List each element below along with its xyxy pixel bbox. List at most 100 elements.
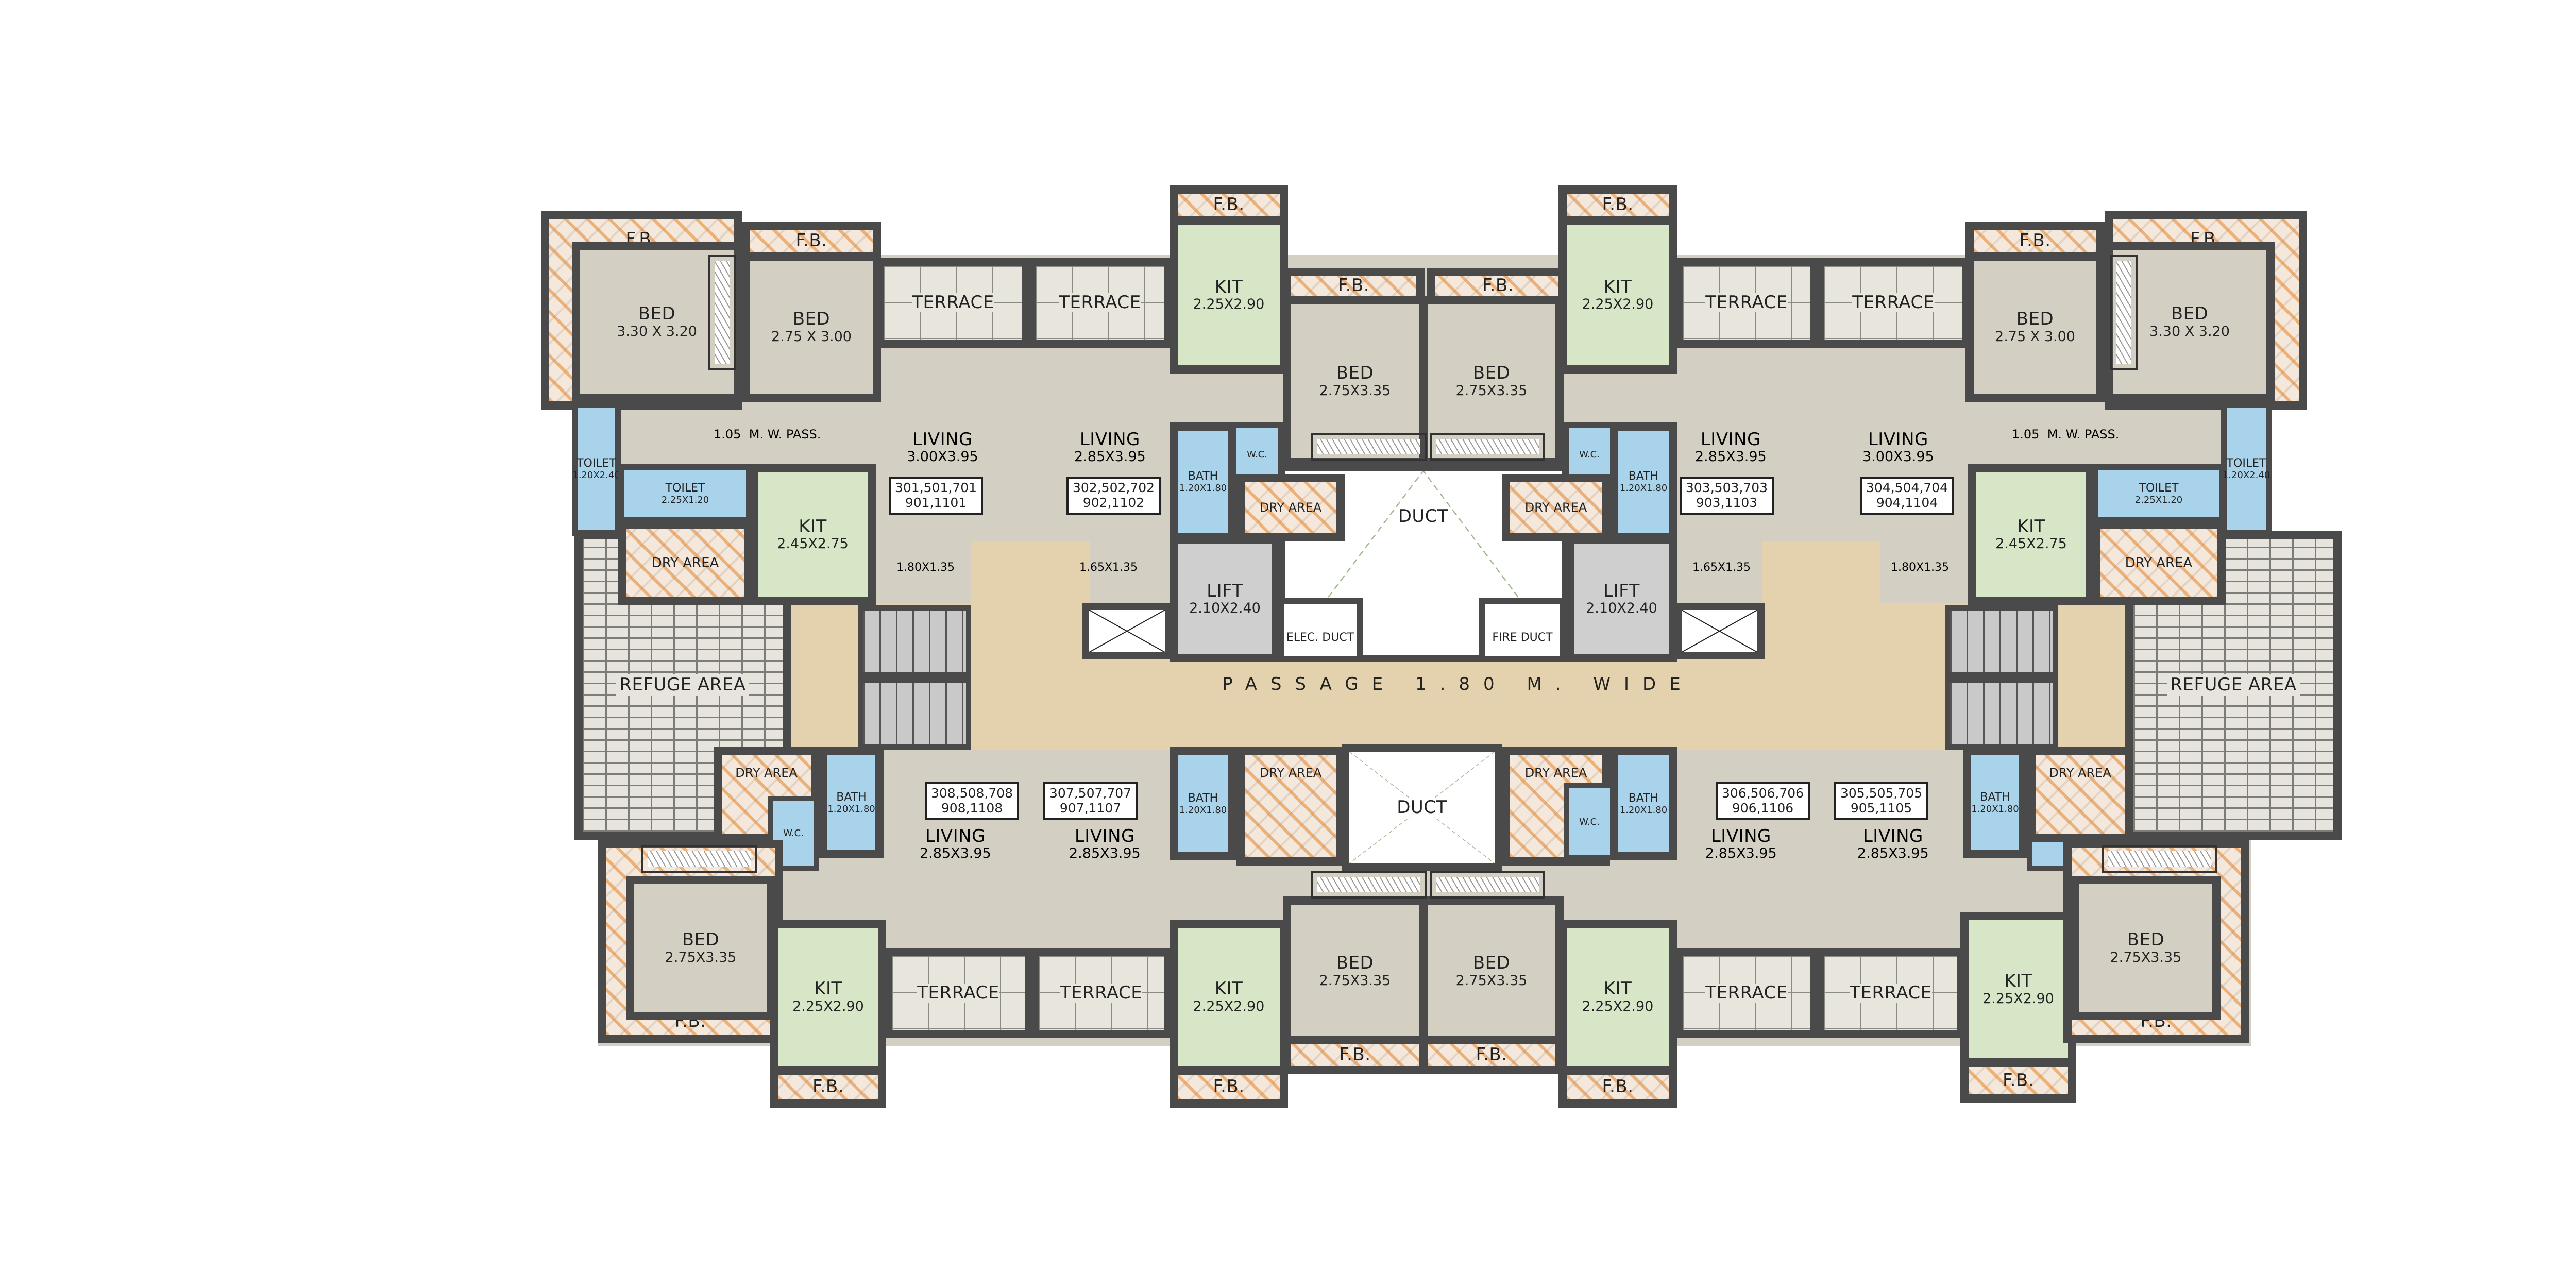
fire-duct: FIRE DUCT: [1479, 598, 1566, 662]
room-label: KIT: [814, 978, 842, 999]
bathroom: BATH 1.20X1.80: [1610, 747, 1677, 860]
room-label: LIVING: [925, 826, 986, 846]
terrace: TERRACE: [876, 258, 1030, 348]
staircase-right-upper: [1945, 605, 2058, 677]
room-size: 2.75X3.35: [665, 949, 737, 965]
bedroom: BED 2.75 X 3.00: [1965, 252, 2105, 402]
wardrobe: [1430, 871, 1545, 899]
room-label: DRY AREA: [1259, 500, 1322, 515]
room-size: 3.00X3.95: [907, 449, 978, 465]
flat-numbers-line2: 908,1108: [941, 800, 1003, 816]
room-size: 1.20X1.80: [1179, 483, 1227, 494]
shaft-right: [1674, 603, 1765, 659]
room-label: TOILET: [2226, 457, 2266, 470]
room-size: 2.25X2.90: [1193, 998, 1265, 1014]
flower-bed: F.B.: [1960, 1059, 2076, 1103]
duct-cross-icon: [1285, 471, 1562, 655]
room-label: BED: [2171, 303, 2209, 325]
flat-number-label: 303,503,703 903,1103: [1680, 477, 1774, 515]
toilet: TOILET 2.25X1.20: [2092, 464, 2226, 523]
room-label: TERRACE: [1852, 292, 1935, 313]
room-label: LIVING: [1079, 429, 1140, 450]
dry-area: DRY AREA: [1502, 474, 1610, 541]
bathroom: BATH 1.20X1.80: [819, 747, 884, 858]
fire-duct-label: FIRE DUCT: [1492, 631, 1553, 644]
room-size: 2.25X1.20: [2134, 494, 2183, 505]
flat-numbers-line1: 305,505,705: [1840, 786, 1923, 801]
living-room: LIVING 2.85X3.95: [1695, 430, 1767, 465]
lobby-dim: 1.65X1.35: [1079, 561, 1138, 574]
room-size: 1.20X2.40: [2222, 470, 2270, 481]
elec-duct: ELEC. DUCT: [1278, 598, 1363, 662]
room-size: 2.75X3.35: [1455, 972, 1528, 989]
fb-label: F.B.: [812, 1076, 844, 1097]
staircase-left-lower: [858, 677, 971, 750]
flat-numbers-line2: 902,1102: [1082, 495, 1145, 510]
bedroom: BED 2.75X3.35: [1419, 896, 1564, 1046]
room-size: 2.45X2.75: [777, 536, 849, 552]
wardrobe: [1311, 871, 1427, 899]
room-label: W.C.: [1579, 449, 1600, 460]
fb-label: F.B.: [1339, 1044, 1371, 1065]
room-label: LIVING: [1862, 826, 1923, 846]
flower-bed: F.B.: [1170, 1066, 1288, 1108]
lift-right: LIFT 2.10X2.40: [1566, 536, 1677, 662]
flat-number-label: 306,506,706 906,1106: [1716, 782, 1810, 820]
duct-label: DUCT: [1397, 796, 1447, 818]
room-size: 1.20X2.40: [572, 470, 620, 481]
wardrobe: [2102, 845, 2217, 873]
refuge-area-label: REFUGE AREA: [616, 674, 749, 696]
toilet: TOILET 2.25X1.20: [618, 464, 752, 523]
lobby-dim: 1.80X1.35: [896, 561, 955, 574]
room-label: BED: [682, 929, 720, 951]
room-label: KIT: [2017, 516, 2045, 537]
room-label: TERRACE: [1850, 982, 1932, 1003]
room-label: TERRACE: [1060, 982, 1143, 1003]
dry-area: DRY AREA: [1502, 747, 1610, 866]
flower-bed: F.B.: [1419, 1036, 1564, 1074]
room-label: BED: [2016, 309, 2054, 330]
flat-numbers-line2: 905,1105: [1850, 800, 1912, 816]
kitchen: KIT 2.45X2.75: [1968, 464, 2094, 605]
room-size: 2.75 X 3.00: [771, 328, 852, 345]
shaft-cross-icon: [1089, 610, 1165, 652]
terrace: TERRACE: [1028, 258, 1172, 348]
room-label: BATH: [1188, 470, 1218, 483]
wardrobe: [1430, 433, 1545, 461]
room-size: 2.85X3.95: [920, 845, 991, 862]
dry-area: DRY AREA: [2092, 520, 2226, 605]
room-size: 1.20X1.80: [1971, 803, 2019, 815]
staircase-right-lower: [1945, 677, 2058, 750]
kitchen: KIT 2.25X2.90: [1558, 216, 1677, 374]
room-size: 3.30 X 3.20: [2149, 323, 2230, 340]
dry-area: DRY AREA: [1236, 474, 1345, 541]
room-label: KIT: [2004, 971, 2032, 992]
bathroom: BATH 1.20X1.80: [1170, 422, 1236, 541]
living-room: LIVING 3.00X3.95: [1862, 430, 1934, 465]
terrace: TERRACE: [1674, 948, 1819, 1038]
room-label: BED: [1472, 363, 1511, 384]
room-size: 1.20X1.80: [1619, 483, 1668, 494]
wardrobe: [2110, 255, 2138, 370]
fb-label: F.B.: [1482, 275, 1514, 296]
room-label: BED: [1336, 953, 1374, 974]
room-label: DRY AREA: [1259, 766, 1322, 780]
dry-area: DRY AREA: [1236, 747, 1345, 866]
lift-size: 2.10X2.40: [1189, 600, 1261, 617]
flat-numbers-line1: 307,507,707: [1049, 786, 1132, 801]
staircase-left-upper: [858, 605, 971, 677]
room-label: TERRACE: [1705, 982, 1788, 1003]
flower-bed: F.B.: [1558, 1066, 1677, 1108]
living-room: LIVING 2.85X3.95: [1857, 826, 1929, 861]
room-label: LIVING: [1700, 429, 1761, 450]
kitchen: KIT 2.25X2.90: [770, 920, 886, 1074]
room-label: KIT: [1214, 978, 1243, 999]
stair-lobby-left: [971, 541, 1090, 608]
room-label: LIVING: [1710, 826, 1771, 846]
dry-area: DRY AREA: [618, 520, 752, 605]
room-label: BED: [2127, 929, 2165, 951]
room-size: 2.85X3.95: [1069, 845, 1141, 862]
room-size: 2.75X3.35: [2110, 949, 2182, 965]
room-label: DRY AREA: [2125, 555, 2193, 571]
flat-number-label: 302,502,702 902,1102: [1066, 477, 1161, 515]
